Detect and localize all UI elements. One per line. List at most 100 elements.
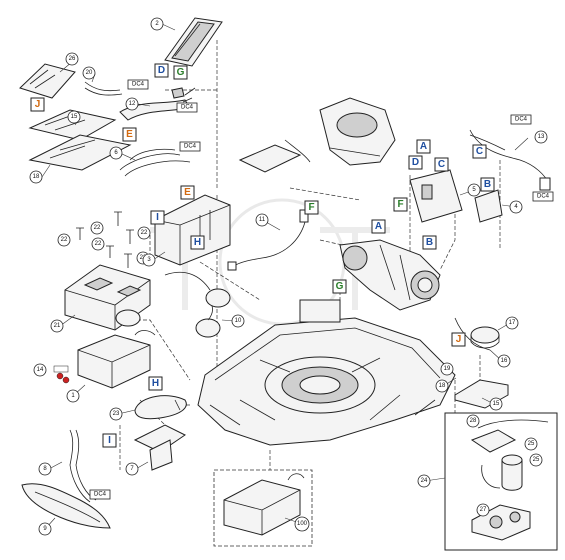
callout-22-b-label: 22 (61, 237, 68, 243)
callout-15-top-label: 15 (71, 114, 78, 120)
part-20-ribbon-cable (84, 81, 123, 96)
marker-letter-d-left: D (154, 63, 169, 78)
marker-letter-b-board-text: B (484, 179, 491, 190)
part-22-screws (76, 211, 134, 268)
callout-100-label: 100 (297, 521, 308, 527)
connector-tag-dc4-f-label: DC4 (94, 492, 107, 498)
top-cover-display-unit (319, 97, 396, 166)
connector-tag-dc4-c-label: DC4 (184, 144, 197, 150)
marker-letter-b-board: B (480, 177, 495, 192)
part-7-hinge-bracket (133, 399, 186, 471)
marker-letter-j-left: J (30, 97, 45, 112)
callout-21: 21 (50, 319, 64, 333)
callout-23-label: 23 (113, 411, 120, 417)
part-8-cable (69, 429, 97, 503)
callout-5-label: 5 (472, 187, 476, 193)
connector-tag-dc4-a: DC4 (127, 79, 149, 90)
callout-7: 7 (125, 462, 139, 476)
marker-letter-c-cable-text: C (476, 146, 483, 157)
callout-27: 27 (476, 503, 490, 517)
marker-letter-b-motor: B (422, 235, 437, 250)
callout-9: 9 (38, 522, 52, 536)
callout-17: 17 (505, 316, 519, 330)
callout-22-c: 22 (137, 226, 151, 240)
callout-25-a-label: 25 (528, 441, 535, 447)
inset-box-100 (213, 469, 313, 547)
drive-motor-assembly (339, 239, 441, 311)
part-2-display-cover (164, 17, 223, 67)
callout-10-label: 10 (235, 318, 242, 324)
callout-11-label: 11 (259, 217, 266, 223)
callout-12: 12 (125, 97, 139, 111)
marker-letter-g-chassis-text: G (336, 281, 344, 292)
marker-letter-a-motor-text: A (375, 221, 382, 232)
part-1-battery-box (77, 330, 156, 389)
part-4-small-board (474, 189, 503, 223)
callout-15-top: 15 (67, 110, 81, 124)
callout-14: 14 (33, 363, 47, 377)
callout-25-b: 25 (529, 453, 543, 467)
callout-2-label: 2 (155, 21, 159, 27)
callout-20-label: 20 (86, 70, 93, 76)
marker-letter-d-right: D (408, 155, 423, 170)
callout-19-label: 19 (444, 366, 451, 372)
part-15-keypad-board (28, 109, 117, 141)
callout-100: 100 (294, 516, 310, 532)
part-5-control-board (409, 169, 463, 223)
marker-letter-g-top: G (173, 65, 188, 80)
callout-1: 1 (66, 389, 80, 403)
callout-17-label: 17 (509, 320, 516, 326)
callout-22-a: 22 (90, 221, 104, 235)
callout-27-label: 27 (480, 507, 487, 513)
callout-6: 6 (109, 146, 123, 160)
marker-letter-h-bracket-text: H (194, 237, 201, 248)
part-28-flat-cable (477, 419, 549, 429)
callout-18-label: 18 (33, 174, 40, 180)
callout-13-label: 13 (538, 134, 545, 140)
callout-21-label: 21 (54, 323, 61, 329)
marker-letter-c-board-text: C (438, 159, 445, 170)
callout-7-label: 7 (130, 466, 134, 472)
connector-tag-dc4-d: DC4 (510, 114, 532, 125)
part-26-keypad-film (19, 63, 76, 99)
marker-letter-f-board: F (393, 197, 408, 212)
callout-3: 3 (142, 253, 156, 267)
part-21-motor-housing (64, 264, 151, 331)
marker-letter-a-top-text: A (420, 141, 427, 152)
part-18-base-plate (28, 134, 132, 171)
marker-letter-i-bracket-text: I (156, 212, 159, 223)
marker-letter-a-top: A (416, 139, 431, 154)
part-14-fuse (53, 365, 70, 384)
part-25-sensor-board (470, 429, 517, 453)
marker-letter-i-cable: I (102, 433, 117, 448)
marker-letter-j-right: J (451, 332, 466, 347)
callout-12-label: 12 (129, 101, 136, 107)
marker-letter-j-left-text: J (35, 99, 41, 110)
callout-25-a: 25 (524, 437, 538, 451)
callout-22-a-label: 22 (94, 225, 101, 231)
part-13-cable-harness (469, 129, 551, 191)
marker-letter-e-bracket-text: E (184, 187, 191, 198)
connector-tag-dc4-f: DC4 (89, 489, 111, 500)
marker-letter-i-bracket: I (150, 210, 165, 225)
marker-letter-e-top-text: E (126, 129, 133, 140)
marker-letter-f-board-text: F (397, 199, 403, 210)
marker-letter-f-mid-text: F (308, 202, 314, 213)
callout-20: 20 (82, 66, 96, 80)
marker-letter-g-top-text: G (177, 67, 185, 78)
callout-8-label: 8 (43, 466, 47, 472)
connector-tag-dc4-b: DC4 (176, 102, 198, 113)
callout-26-label: 26 (69, 56, 76, 62)
part-6-cable-harness (119, 148, 191, 177)
callout-2: 2 (150, 17, 164, 31)
marker-letter-e-bracket: E (180, 185, 195, 200)
callout-18-right-label: 18 (439, 383, 446, 389)
marker-letter-f-mid: F (304, 200, 319, 215)
marker-letter-d-right-text: D (412, 157, 419, 168)
callout-9-label: 9 (43, 526, 47, 532)
callout-4: 4 (509, 200, 523, 214)
marker-letter-b-motor-text: B (426, 237, 433, 248)
callout-28-label: 28 (470, 418, 477, 424)
